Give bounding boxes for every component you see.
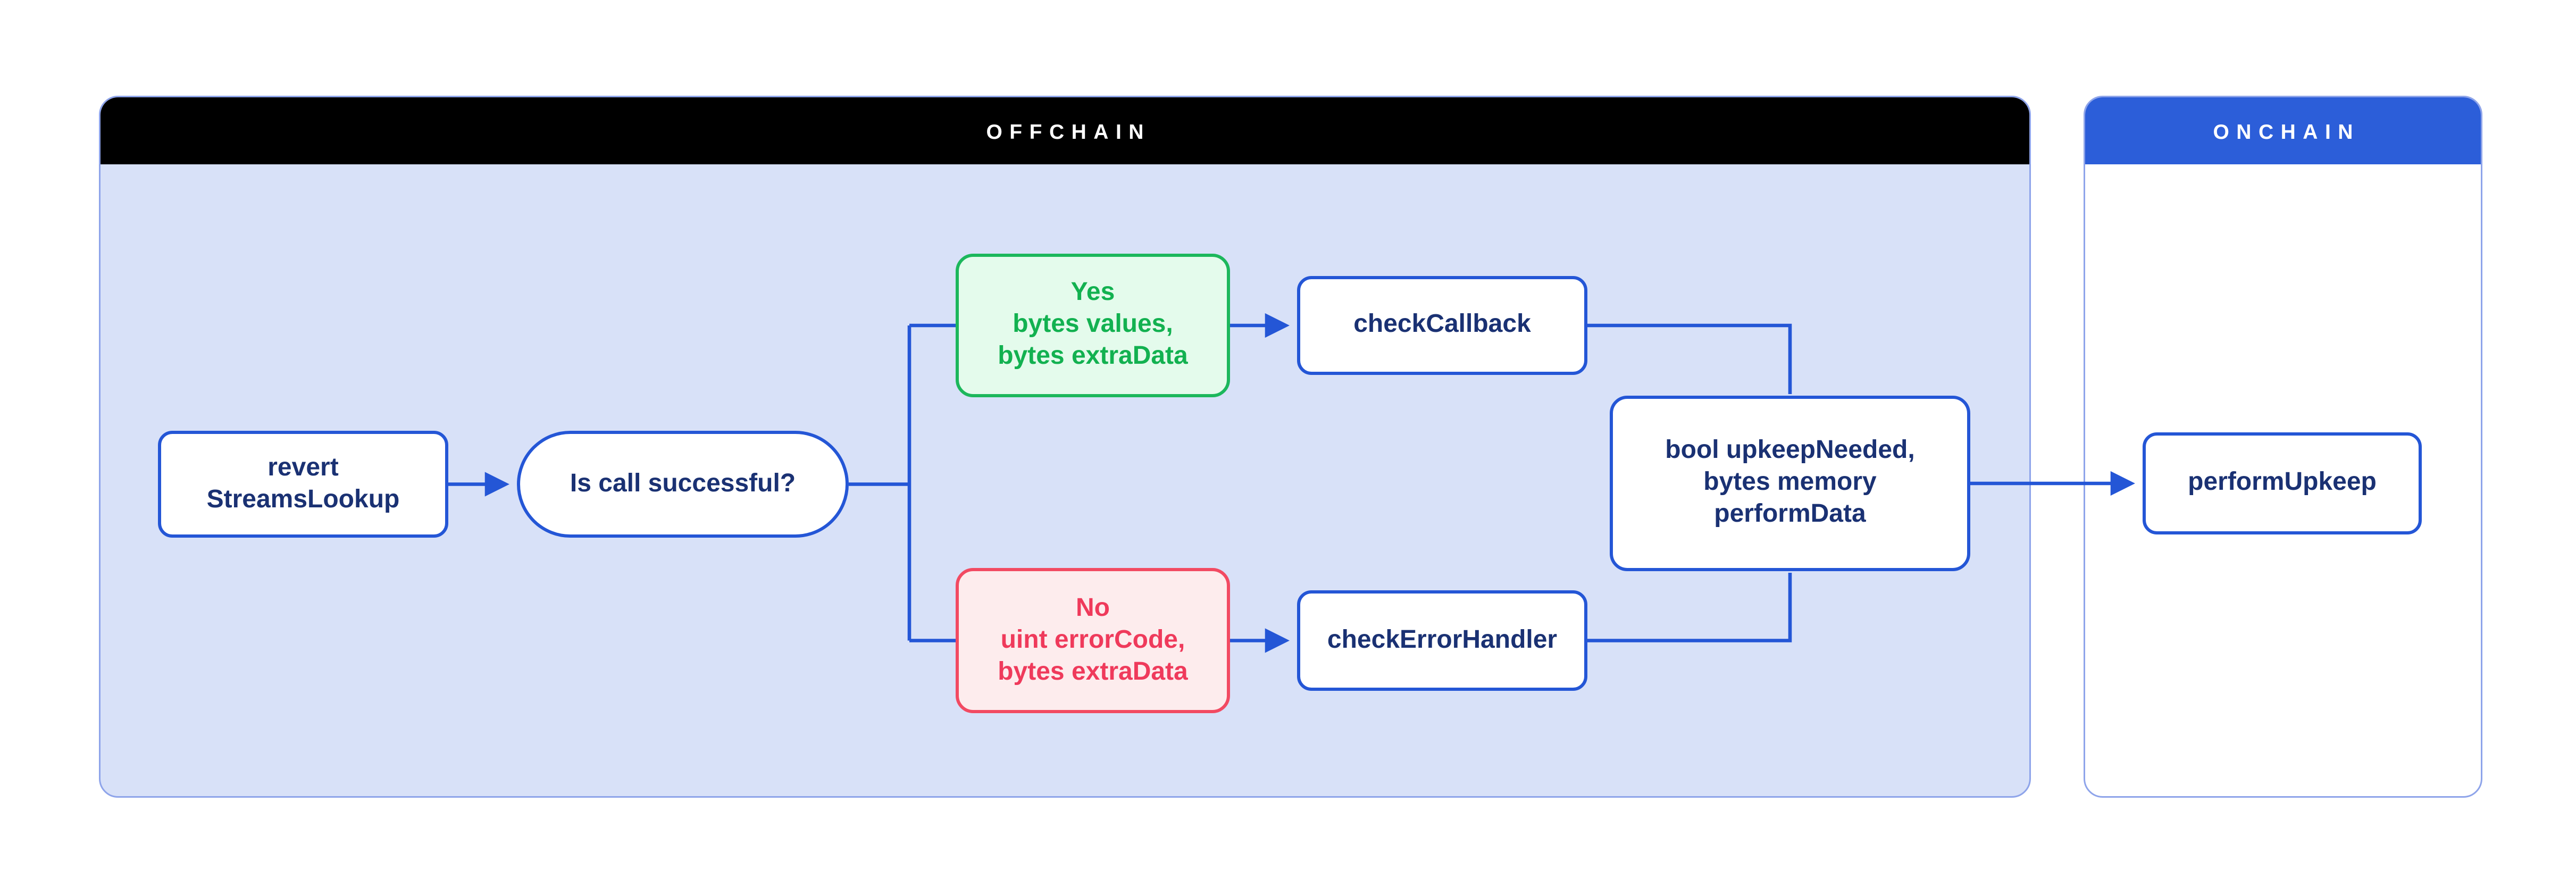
node-is-call-successful: Is call successful? xyxy=(517,431,849,538)
node-no-branch: No uint errorCode, bytes extraData xyxy=(956,568,1230,713)
onchain-header: ONCHAIN xyxy=(2085,97,2481,164)
node-perform-upkeep: performUpkeep xyxy=(2143,432,2422,534)
node-check-callback: checkCallback xyxy=(1297,276,1587,375)
node-perform-upkeep-label: performUpkeep xyxy=(2188,469,2377,496)
node-upkeep-result-label: bool upkeepNeeded, bytes memory performD… xyxy=(1665,437,1915,528)
node-check-error-handler: checkErrorHandler xyxy=(1297,590,1587,691)
node-yes-branch-label: Yes bytes values, bytes extraData xyxy=(998,279,1188,370)
node-revert-streamslookup: revert StreamsLookup xyxy=(158,431,448,538)
onchain-title: ONCHAIN xyxy=(2213,119,2360,143)
node-upkeep-result: bool upkeepNeeded, bytes memory performD… xyxy=(1610,396,1970,571)
node-check-error-handler-label: checkErrorHandler xyxy=(1327,626,1558,654)
node-yes-branch: Yes bytes values, bytes extraData xyxy=(956,254,1230,397)
node-check-callback-label: checkCallback xyxy=(1353,311,1531,338)
node-revert-streamslookup-label: revert StreamsLookup xyxy=(206,454,400,513)
offchain-header: OFFCHAIN xyxy=(101,97,2029,164)
node-no-branch-label: No uint errorCode, bytes extraData xyxy=(998,594,1188,686)
node-is-call-successful-label: Is call successful? xyxy=(570,470,796,497)
offchain-title: OFFCHAIN xyxy=(986,119,1151,143)
